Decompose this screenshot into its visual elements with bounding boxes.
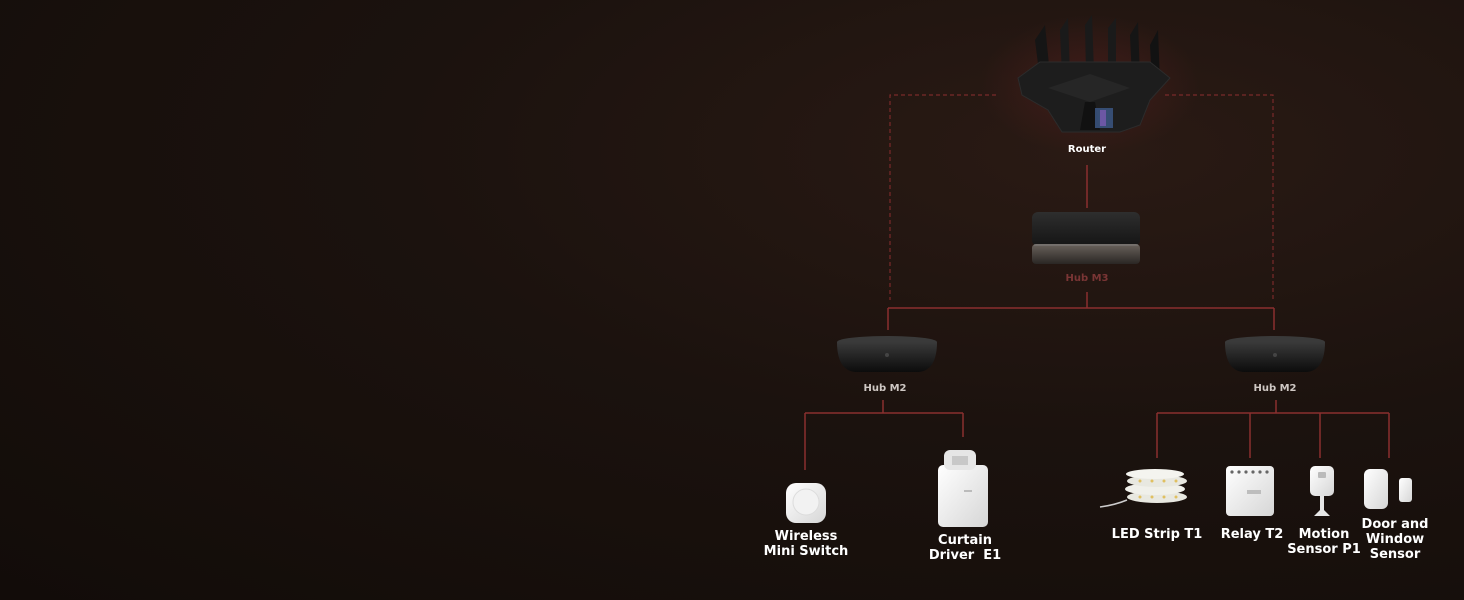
router-direct-left-dashed bbox=[889, 94, 996, 300]
hub-m3-label: Hub M3 bbox=[1065, 273, 1109, 284]
dashed-connector-lines bbox=[889, 94, 1274, 300]
right-hub-to-devices-connector bbox=[1156, 400, 1390, 458]
motion-sensor-label: Motion Sensor P1 bbox=[1287, 527, 1361, 557]
mini-switch-icon bbox=[786, 483, 826, 523]
door-window-sensor-label: Door and Window Sensor bbox=[1361, 517, 1429, 562]
left-hub-to-devices-connector bbox=[804, 400, 964, 470]
wireless-mini-switch-label: Wireless Mini Switch bbox=[763, 529, 849, 559]
relay-icon bbox=[1226, 466, 1274, 516]
hub-m3-icon bbox=[1032, 212, 1140, 264]
hub-m2-right-label: Hub M2 bbox=[1253, 383, 1297, 394]
led-strip-icon bbox=[1099, 469, 1187, 508]
relay-label: Relay T2 bbox=[1220, 527, 1284, 542]
motion-sensor-icon bbox=[1310, 466, 1334, 516]
led-strip-label: LED Strip T1 bbox=[1111, 527, 1203, 542]
door-window-sensor-icon bbox=[1364, 469, 1412, 509]
connector-lines bbox=[804, 165, 1390, 470]
router-label: Router bbox=[1067, 144, 1107, 155]
curtain-driver-icon bbox=[938, 450, 988, 527]
router-icon bbox=[1017, 15, 1171, 133]
hub-m2-left-label: Hub M2 bbox=[863, 383, 907, 394]
hub-m2-left-icon bbox=[837, 336, 937, 372]
hub-m3-to-hubs-connector bbox=[887, 292, 1275, 330]
curtain-driver-label: Curtain Driver E1 bbox=[928, 533, 1002, 563]
router-direct-right-dashed bbox=[1165, 94, 1274, 300]
hub-m2-right-icon bbox=[1225, 336, 1325, 372]
